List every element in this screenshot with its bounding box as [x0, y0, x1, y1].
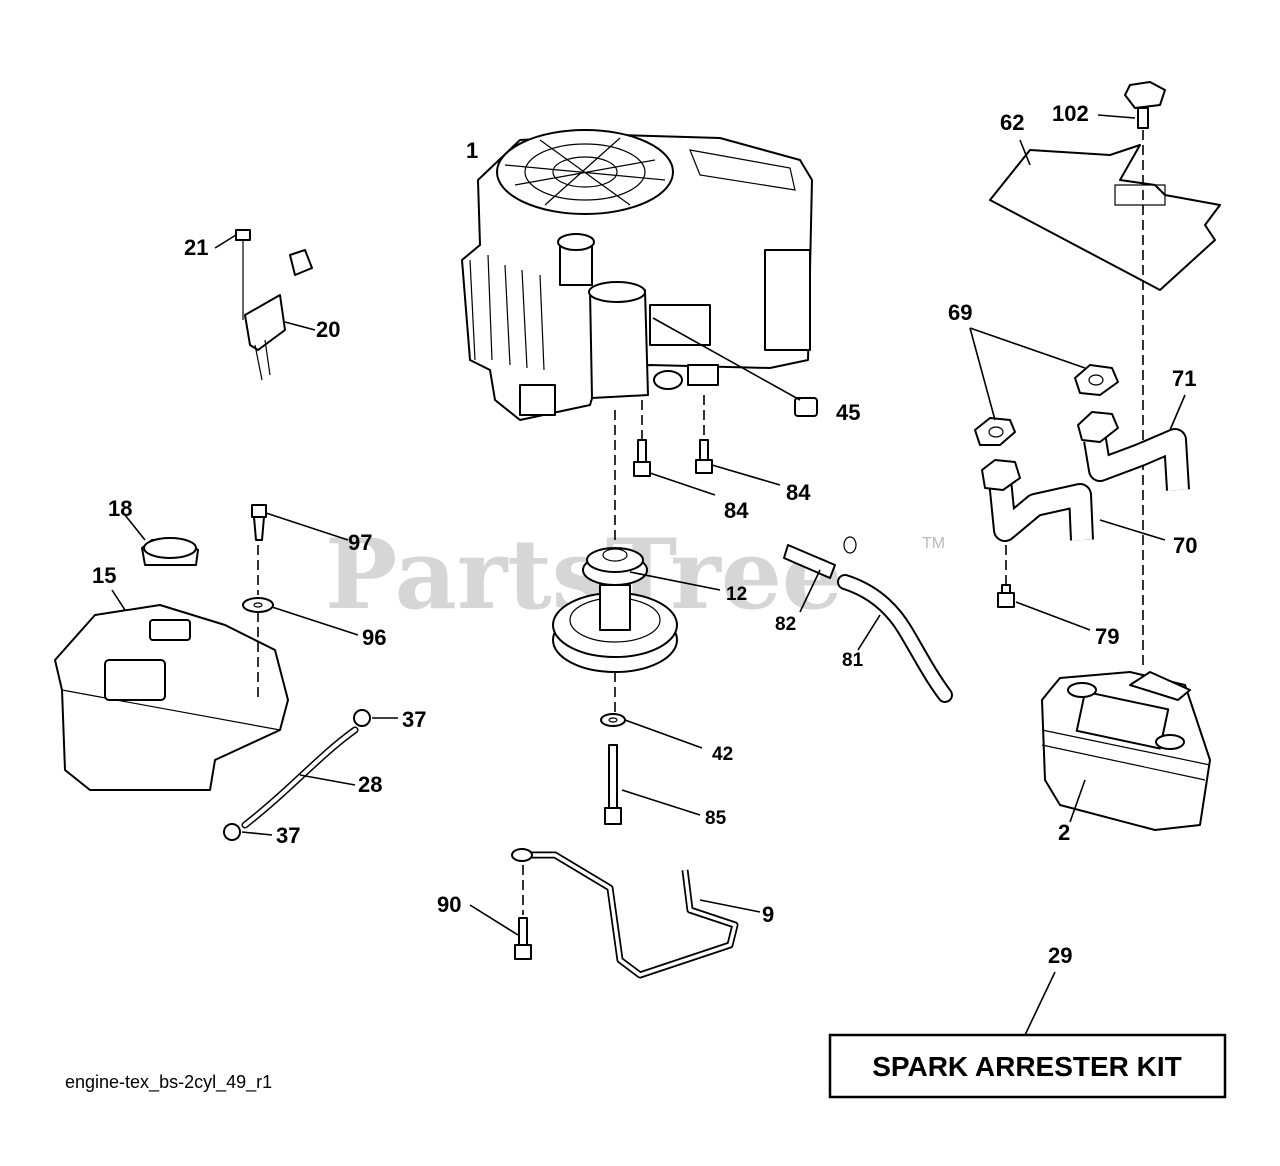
- knob-part-102[interactable]: [1124, 81, 1166, 129]
- gasket-part-69b[interactable]: [1074, 364, 1119, 396]
- diagram-code: engine-tex_bs-2cyl_49_r1: [65, 1072, 272, 1093]
- pulley-part-12[interactable]: [552, 547, 678, 673]
- bolt-part-79[interactable]: [997, 584, 1015, 608]
- callout-21[interactable]: 21: [184, 235, 208, 260]
- callout-79[interactable]: 79: [1095, 624, 1119, 649]
- fuel-tank-part-15[interactable]: [54, 604, 289, 791]
- callout-20[interactable]: 20: [316, 317, 340, 342]
- callout-9[interactable]: 9: [762, 902, 774, 927]
- exhaust-pipe-part-71[interactable]: [1077, 411, 1190, 491]
- fuel-line-part-28[interactable]: [241, 726, 359, 829]
- spark-arrester-leader: [1024, 971, 1056, 1036]
- callout-97[interactable]: 97: [348, 530, 372, 555]
- callout-81[interactable]: 81: [842, 650, 864, 671]
- callout-84-a[interactable]: 84: [724, 498, 749, 523]
- washer-part-42[interactable]: [600, 713, 626, 727]
- spark-arrester-kit-box[interactable]: [828, 1033, 1227, 1099]
- watermark-tm: TM: [922, 535, 945, 552]
- bracket-part-20[interactable]: [244, 249, 313, 381]
- callout-29[interactable]: 29: [1048, 943, 1072, 968]
- callout-96[interactable]: 96: [362, 625, 386, 650]
- callout-69[interactable]: 69: [948, 300, 972, 325]
- callout-45[interactable]: 45: [836, 400, 860, 425]
- nut-part-45[interactable]: [652, 317, 818, 417]
- bolt-part-84b[interactable]: [695, 439, 713, 474]
- callout-71[interactable]: 71: [1172, 366, 1196, 391]
- gasket-part-69a[interactable]: [974, 417, 1016, 446]
- muffler-part-2[interactable]: [1041, 671, 1211, 831]
- callout-28[interactable]: 28: [358, 772, 382, 797]
- exhaust-pipe-part-70[interactable]: [981, 459, 1094, 542]
- hose-part-81[interactable]: [837, 574, 953, 703]
- rod-part-9[interactable]: [511, 848, 739, 979]
- fuel-cap-part-18[interactable]: [141, 537, 199, 566]
- callout-62[interactable]: 62: [1000, 110, 1024, 135]
- clamp-part-37b[interactable]: [223, 823, 241, 841]
- spark-arrester-kit-label: SPARK ARRESTER KIT: [872, 1051, 1182, 1082]
- callout-84-b[interactable]: 84: [786, 480, 811, 505]
- bolt-part-84a[interactable]: [633, 439, 651, 477]
- washer-part-96[interactable]: [242, 597, 274, 613]
- screw-part-21[interactable]: [235, 229, 251, 320]
- bolt-part-85[interactable]: [604, 744, 622, 825]
- fitting-part-82[interactable]: [783, 536, 857, 579]
- engine-part-1[interactable]: [461, 129, 813, 421]
- callout-12[interactable]: 12: [726, 584, 747, 605]
- callout-18[interactable]: 18: [108, 496, 132, 521]
- callout-85[interactable]: 85: [705, 808, 727, 829]
- callout-37-b[interactable]: 37: [276, 823, 300, 848]
- callout-90[interactable]: 90: [437, 892, 461, 917]
- callout-82[interactable]: 82: [775, 614, 796, 635]
- callout-2[interactable]: 2: [1058, 820, 1070, 845]
- heat-shield-part-62[interactable]: [989, 144, 1221, 291]
- callout-37-a[interactable]: 37: [402, 707, 426, 732]
- screw-part-97[interactable]: [251, 504, 267, 541]
- bolt-part-90[interactable]: [514, 917, 532, 960]
- callout-42[interactable]: 42: [712, 744, 733, 765]
- clamp-part-37a[interactable]: [353, 709, 371, 727]
- callout-102[interactable]: 102: [1052, 101, 1089, 126]
- callout-70[interactable]: 70: [1173, 533, 1197, 558]
- callout-15[interactable]: 15: [92, 563, 116, 588]
- callout-1[interactable]: 1: [466, 138, 478, 163]
